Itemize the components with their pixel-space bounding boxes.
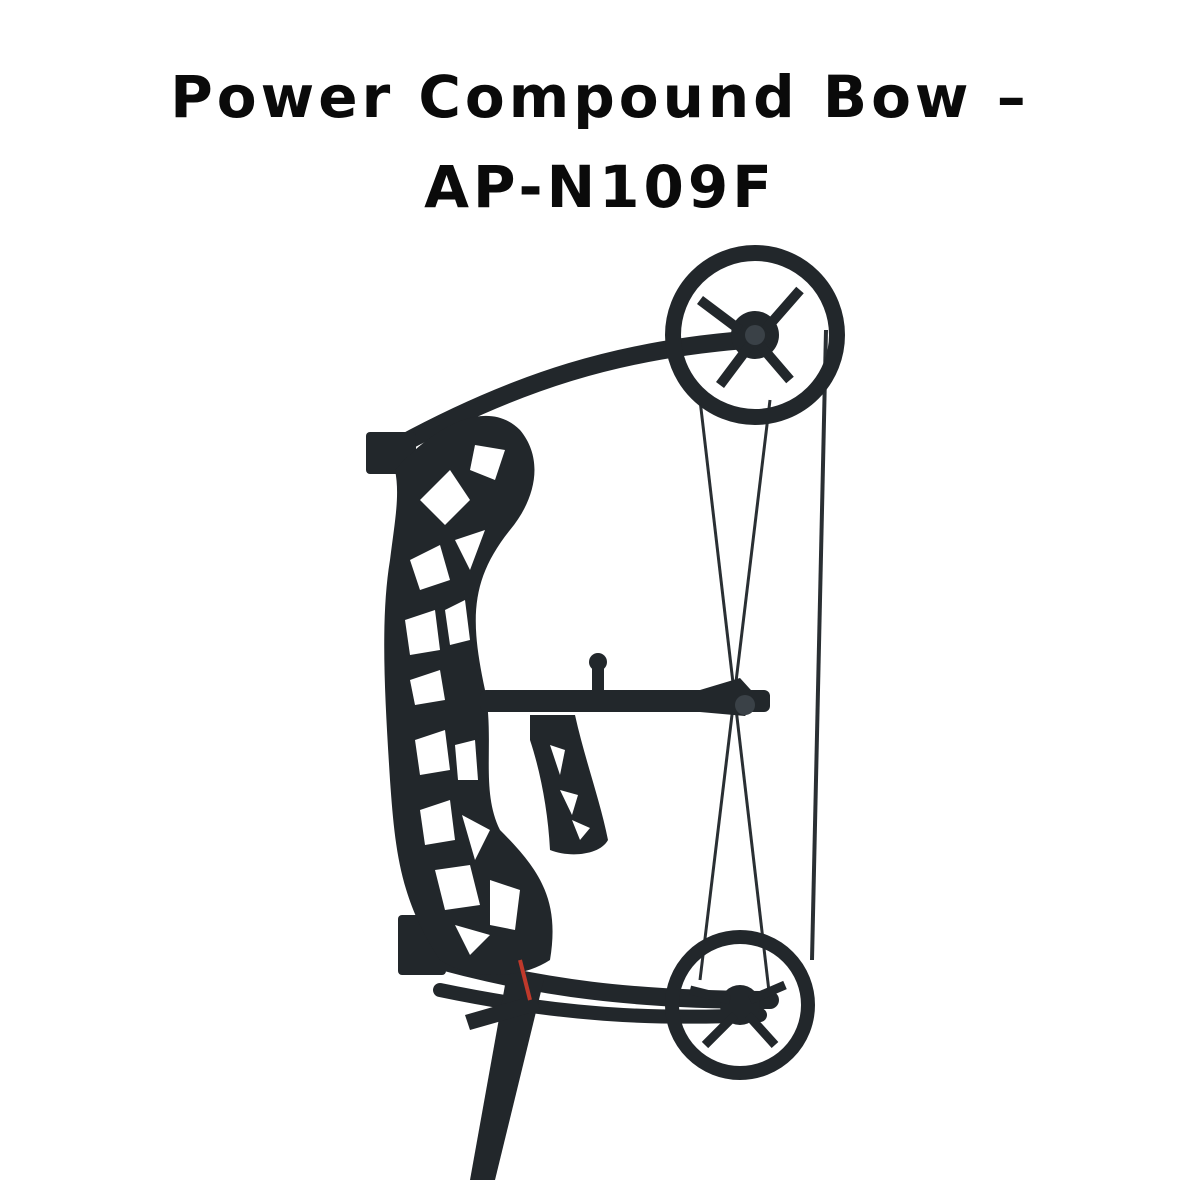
top-cam [665,245,845,425]
product-title-line-1: Power Compound Bow – [170,63,1030,131]
grip [530,715,608,855]
stand-legs [465,959,545,1180]
bottom-cam [665,930,815,1080]
riser [384,415,553,975]
product-title-line-2: AP-N109F [424,153,776,221]
bow-strings [698,329,828,1001]
upper-limb [391,331,754,454]
product-title: Power Compound Bow – AP-N109F [0,52,1200,232]
arrow-rest-bar [480,653,770,716]
